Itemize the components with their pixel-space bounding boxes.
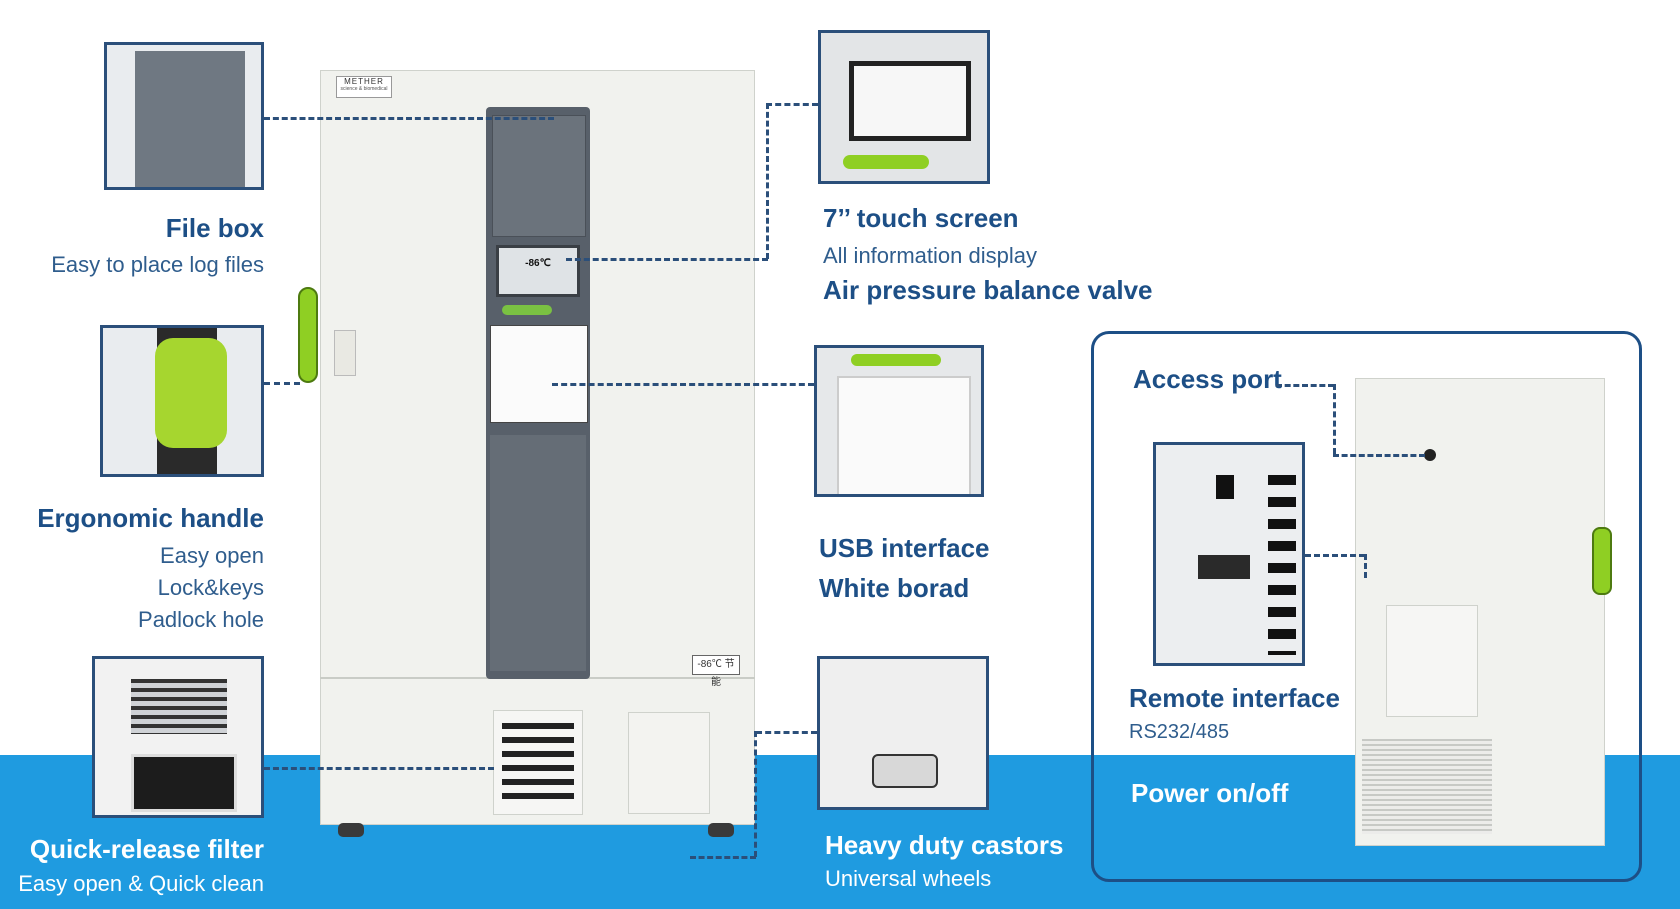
connector-filter bbox=[264, 767, 494, 770]
vent-slat bbox=[502, 793, 574, 799]
handle-feature-lock-keys: Lock&keys bbox=[157, 575, 264, 600]
castors-thumbnail bbox=[817, 656, 989, 810]
filter-mesh-image bbox=[131, 754, 237, 812]
ergonomic-handle-title: Ergonomic handle bbox=[37, 503, 264, 533]
connector-remote-1 bbox=[1305, 554, 1365, 557]
connector-castor-1 bbox=[756, 731, 817, 734]
connector-screen-2 bbox=[766, 103, 769, 259]
white-board-title: White borad bbox=[819, 573, 970, 603]
vent-slat bbox=[502, 751, 574, 757]
usb-strip-image bbox=[843, 155, 929, 169]
connector-access-port-3 bbox=[1333, 454, 1425, 457]
brand-name: METHER bbox=[344, 77, 384, 86]
touch-screen-title: 7’’ touch screen bbox=[823, 203, 1019, 233]
freezer-handle[interactable] bbox=[298, 287, 318, 383]
power-on-off-title: Power on/off bbox=[1131, 778, 1289, 808]
connector-access-port-2 bbox=[1333, 384, 1336, 454]
touch-screen-subtitle: All information display bbox=[823, 243, 1037, 268]
heavy-duty-castors-title: Heavy duty castors bbox=[825, 830, 1064, 860]
warning-label bbox=[334, 330, 356, 376]
connector-screen-1 bbox=[766, 103, 818, 106]
green-handle-image bbox=[155, 338, 227, 448]
brand-tagline: science & biomedical bbox=[340, 86, 388, 92]
power-switch-image bbox=[1216, 475, 1234, 499]
white-board bbox=[490, 325, 588, 423]
handle-feature-padlock: Padlock hole bbox=[138, 607, 264, 632]
usb-interface-title: USB interface bbox=[819, 533, 990, 563]
connector-handle bbox=[264, 382, 300, 385]
usb-slot[interactable] bbox=[502, 305, 552, 315]
touch-screen-image bbox=[849, 61, 971, 141]
remote-interface-title: Remote interface bbox=[1129, 683, 1340, 713]
castor-image bbox=[872, 754, 938, 788]
front-vent-grille bbox=[493, 710, 583, 815]
energy-badge-text: -86℃ 节能 bbox=[697, 659, 735, 688]
usb-strip-thumb bbox=[851, 354, 941, 366]
handle-thumbnail bbox=[100, 325, 264, 477]
vent-slat bbox=[502, 779, 574, 785]
whiteboard-image bbox=[837, 376, 971, 494]
file-box-title: File box bbox=[165, 213, 264, 243]
quick-release-filter-subtitle: Easy open & Quick clean bbox=[18, 871, 264, 896]
rear-view-panel bbox=[1091, 331, 1642, 882]
connector-whiteboard bbox=[552, 383, 814, 386]
castor-right bbox=[708, 823, 734, 837]
file-box-subtitle: Easy to place log files bbox=[51, 252, 264, 277]
filter-thumbnail bbox=[92, 656, 264, 818]
access-port-title: Access port bbox=[1133, 364, 1282, 394]
touch-screen[interactable]: -86℃ bbox=[496, 245, 580, 297]
access-port-hole bbox=[1424, 449, 1436, 461]
castor-left bbox=[338, 823, 364, 837]
remote-interface-thumbnail bbox=[1153, 442, 1305, 666]
connector-file-box bbox=[264, 117, 554, 120]
rear-slats-image bbox=[1268, 475, 1296, 655]
connector-screen-3 bbox=[566, 258, 768, 261]
air-pressure-valve-title: Air pressure balance valve bbox=[823, 275, 1153, 305]
quick-release-filter-title: Quick-release filter bbox=[29, 834, 264, 864]
connector-access-port-1 bbox=[1276, 384, 1334, 387]
rear-vent-grille bbox=[1362, 739, 1492, 834]
file-box-image bbox=[135, 51, 245, 187]
handle-feature-easy-open: Easy open bbox=[160, 543, 264, 568]
remote-interface-subtitle: RS232/485 bbox=[1129, 721, 1230, 743]
rear-freezer-body bbox=[1355, 378, 1605, 846]
connector-castor-2 bbox=[754, 731, 757, 857]
rear-panel-plate bbox=[1386, 605, 1478, 717]
rear-handle bbox=[1592, 527, 1612, 595]
instruction-panel bbox=[490, 435, 586, 671]
connector-castor-3 bbox=[690, 856, 756, 859]
file-box-thumbnail bbox=[104, 42, 264, 190]
heavy-duty-castors-subtitle: Universal wheels bbox=[825, 866, 992, 891]
touch-screen-thumbnail bbox=[818, 30, 990, 184]
control-panel: -86℃ bbox=[486, 107, 590, 679]
energy-badge: -86℃ 节能 bbox=[692, 655, 740, 688]
filter-grille-image bbox=[131, 679, 227, 734]
vent-slat bbox=[502, 723, 574, 729]
vent-slat bbox=[502, 765, 574, 771]
usb-whiteboard-thumbnail bbox=[814, 345, 984, 497]
screen-temperature: -86℃ bbox=[525, 258, 551, 269]
connector-remote-2 bbox=[1364, 554, 1367, 578]
rear-access-panel bbox=[628, 712, 710, 814]
file-box[interactable] bbox=[492, 115, 586, 237]
brand-logo: METHER science & biomedical bbox=[336, 76, 392, 98]
terminal-block-image bbox=[1198, 555, 1250, 579]
vent-slat bbox=[502, 737, 574, 743]
